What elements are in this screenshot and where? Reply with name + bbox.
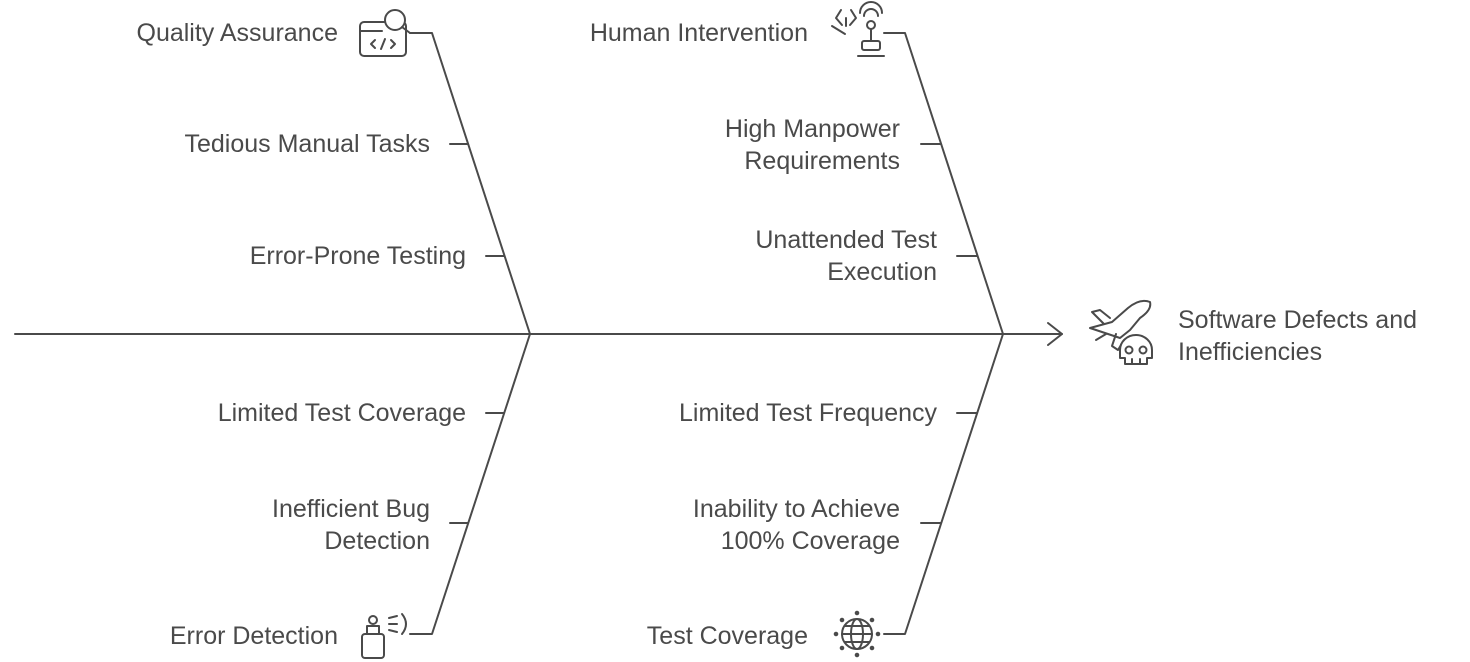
category-title-human-intervention: Human Intervention bbox=[589, 19, 808, 47]
category-title-quality-assurance: Quality Assurance bbox=[136, 19, 339, 47]
cause-tedious-manual-tasks: Tedious Manual Tasks bbox=[184, 130, 430, 158]
cause-line: Execution bbox=[827, 258, 937, 286]
globe-icon bbox=[833, 610, 881, 658]
cause-high-manpower-requirements: High Manpower Requirements bbox=[725, 113, 900, 177]
airplane-skull-icon bbox=[1089, 299, 1153, 365]
rib-quality-assurance bbox=[409, 32, 531, 335]
cause-limited-test-coverage: Limited Test Coverage bbox=[217, 399, 466, 427]
category-title-test-coverage: Test Coverage bbox=[646, 622, 808, 650]
cause-line: Unattended Test bbox=[755, 226, 937, 254]
cause-line: 100% Coverage bbox=[720, 527, 900, 555]
effect-label: Software Defects and Inefficiencies bbox=[1178, 304, 1417, 368]
cause-inefficient-bug-detection: Inefficient Bug Detection bbox=[272, 493, 430, 557]
effect-line: Software Defects and bbox=[1178, 306, 1418, 334]
cause-line: Detection bbox=[324, 527, 430, 555]
rib-error-detection bbox=[409, 333, 531, 635]
rib-human-intervention bbox=[883, 32, 1004, 335]
cause-error-prone-testing: Error-Prone Testing bbox=[249, 242, 466, 270]
category-title-error-detection: Error Detection bbox=[169, 622, 338, 650]
cause-unattended-test-execution: Unattended Test Execution bbox=[755, 224, 937, 288]
cause-line: Requirements bbox=[744, 147, 900, 175]
cause-limited-test-frequency: Limited Test Frequency bbox=[679, 399, 937, 427]
robot-arm-icon bbox=[831, 1, 885, 57]
code-search-icon bbox=[359, 9, 411, 57]
effect-line: Inefficiencies bbox=[1178, 338, 1323, 366]
spine-arrowhead bbox=[1047, 322, 1063, 346]
cause-line: Inefficient Bug bbox=[272, 495, 430, 523]
rib-test-coverage bbox=[883, 333, 1004, 635]
cause-line: High Manpower bbox=[724, 115, 900, 143]
cause-line: Inability to Achieve bbox=[692, 495, 900, 523]
spray-bottle-icon bbox=[361, 613, 407, 659]
cause-inability-to-achieve-coverage: Inability to Achieve 100% Coverage bbox=[693, 493, 900, 557]
